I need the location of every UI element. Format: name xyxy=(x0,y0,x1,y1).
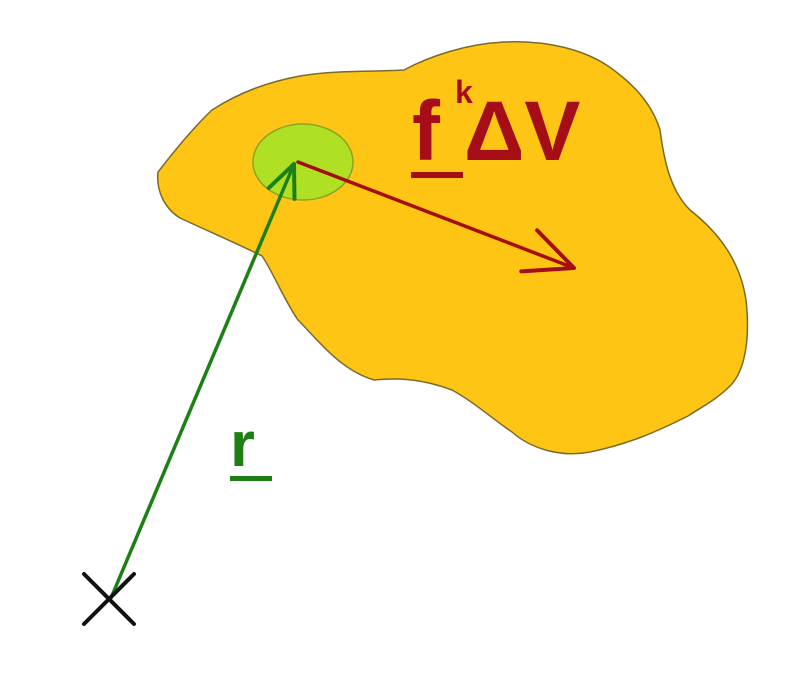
force-label: f k ΔV xyxy=(411,74,580,178)
force-label-f: f xyxy=(412,84,441,178)
force-label-underline xyxy=(411,172,463,178)
force-label-delta-v: ΔV xyxy=(464,84,580,178)
position-vector-arrow xyxy=(109,162,297,600)
origin-cross-marker xyxy=(82,572,136,626)
position-vector-underline xyxy=(230,476,272,481)
force-label-superscript: k xyxy=(455,74,473,110)
volume-element xyxy=(252,123,354,201)
continuum-body xyxy=(156,40,749,455)
position-vector-label: r xyxy=(230,408,272,481)
position-vector-text: r xyxy=(230,408,255,480)
force-vector-arrow xyxy=(296,160,576,274)
